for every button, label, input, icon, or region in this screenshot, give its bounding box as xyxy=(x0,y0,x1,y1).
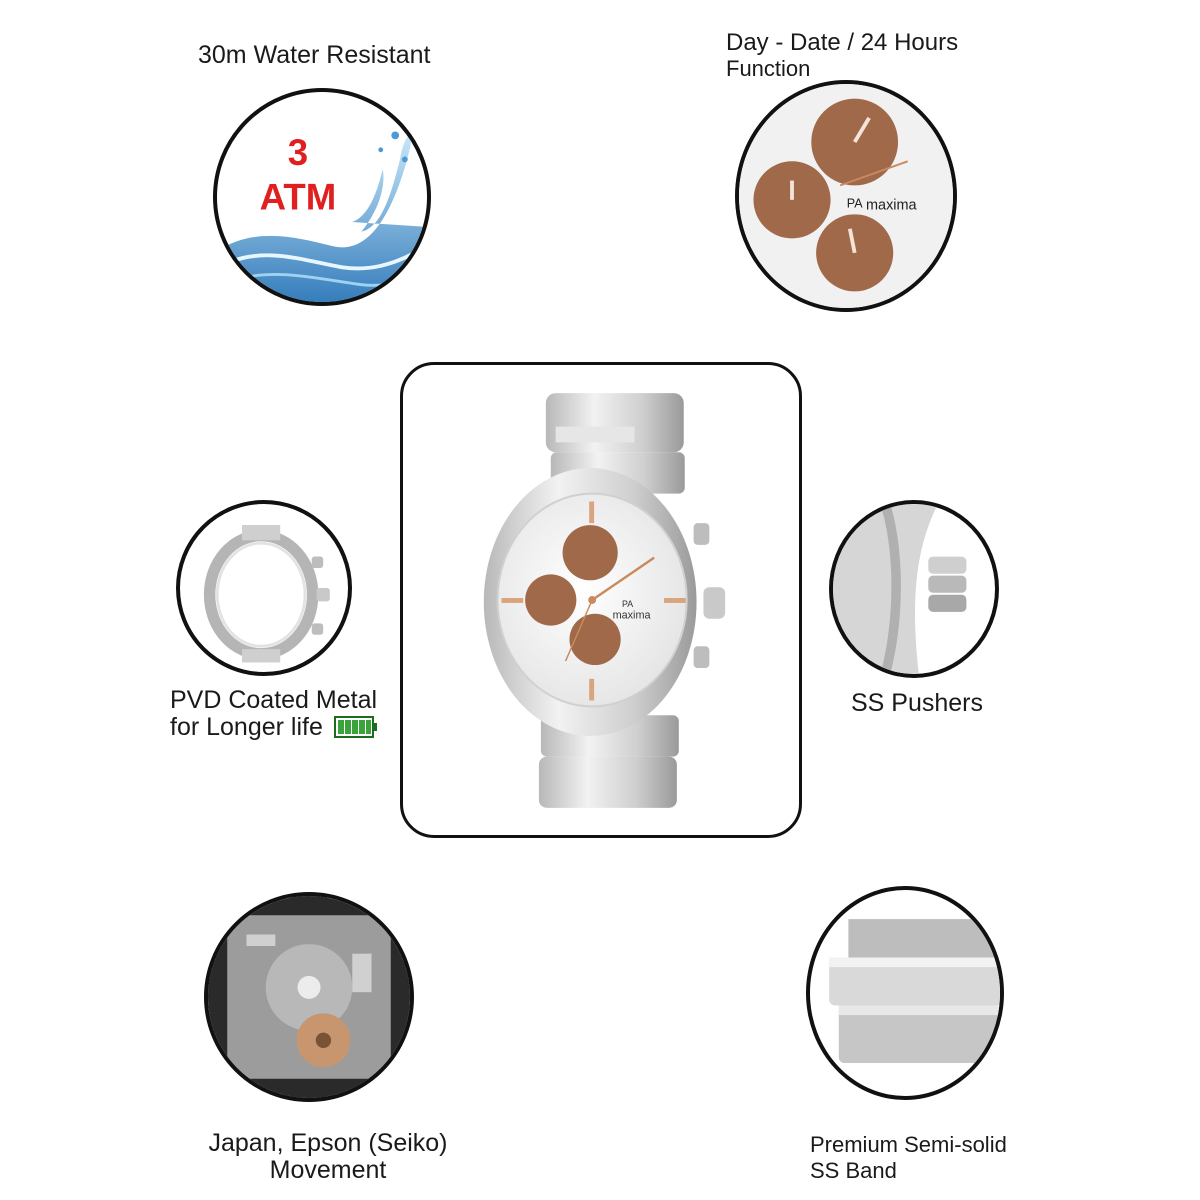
water-splash-icon: 3 ATM xyxy=(217,131,427,302)
svg-text:maxima: maxima xyxy=(866,197,918,213)
day-date-label: Day - Date / 24 Hours Function xyxy=(726,29,959,82)
pushers-closeup xyxy=(829,500,999,678)
svg-text:PA: PA xyxy=(847,197,863,211)
movement-label: Japan, Epson (Seiko) Movement xyxy=(208,1129,448,1184)
watch-image: PA maxima xyxy=(483,393,726,808)
main-watch-frame: PA maxima xyxy=(400,362,802,838)
svg-text:PA: PA xyxy=(622,599,633,609)
pvd-case-closeup xyxy=(176,500,352,676)
badge-unit: ATM xyxy=(260,177,337,218)
water-resistant-label: 30m Water Resistant xyxy=(198,41,431,69)
band-label: Premium Semi-solid SS Band xyxy=(810,1132,1007,1183)
badge-number: 3 xyxy=(288,132,308,173)
svg-text:maxima: maxima xyxy=(613,610,652,622)
pushers-label: SS Pushers xyxy=(851,689,984,717)
water-resistant-badge: 3 ATM xyxy=(213,88,431,306)
battery-icon xyxy=(333,716,377,738)
day-date-dial-closeup: PA maxima xyxy=(735,80,957,312)
pvd-label: PVD Coated Metal for Longer life xyxy=(170,686,378,741)
movement-closeup xyxy=(204,892,414,1102)
band-closeup xyxy=(806,886,1004,1100)
